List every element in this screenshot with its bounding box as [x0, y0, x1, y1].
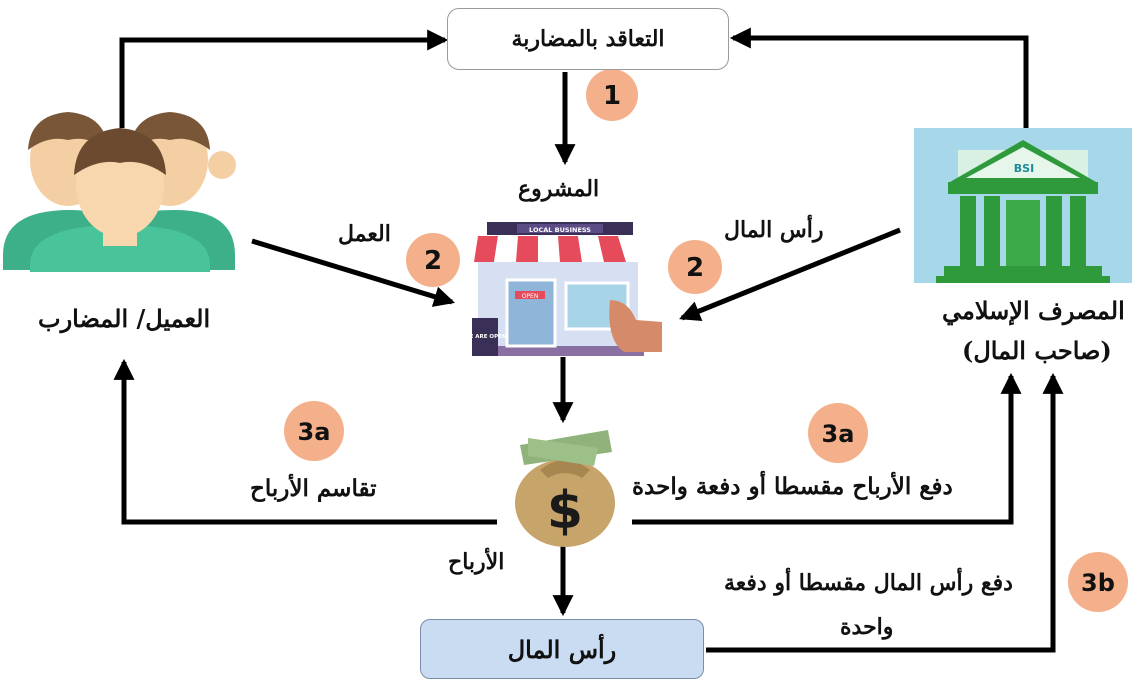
step-1-label: 1	[603, 81, 621, 111]
capital-payment-label-line2: واحدة	[840, 614, 894, 640]
step-2-right-label: 2	[686, 253, 704, 283]
bank-name-label: المصرف الإسلامي	[942, 296, 1125, 325]
work-label: العمل	[338, 221, 391, 247]
bank-role-label: (صاحب المال)	[962, 336, 1112, 365]
bank-building-icon: BSI	[914, 128, 1132, 283]
client-label: العميل/ المضارب	[38, 304, 211, 333]
shop-door-sign-text: OPEN	[522, 293, 539, 300]
arrow-profit-payment	[632, 372, 1022, 525]
project-label: المشروع	[518, 176, 600, 202]
step-2-left-badge	[406, 233, 460, 287]
client-group-icon	[3, 112, 236, 272]
step-3b-badge	[1068, 552, 1128, 612]
project-shop-icon: LOCAL BUSINESS OPEN WE ARE OPEN	[464, 222, 662, 356]
money-symbol-text: $	[547, 481, 583, 541]
bank-logo-text: BSI	[1014, 162, 1034, 175]
step-3a-left-badge	[284, 401, 344, 461]
arrow-capital-payment	[706, 372, 1064, 653]
capital-payment-label-line1: دفع رأس المال مقسطا أو دفعة	[724, 570, 1013, 596]
step-1-badge	[586, 69, 638, 121]
step-2-left-label: 2	[424, 246, 442, 276]
arrow-profit-sharing	[113, 358, 497, 525]
profits-money-bag-icon: $	[515, 430, 615, 547]
contract-box: التعاقد بالمضاربة	[447, 8, 729, 70]
step-3a-left-label: 3a	[298, 418, 331, 446]
step-2-right-badge	[668, 240, 722, 294]
step-3a-right-label: 3a	[822, 420, 855, 448]
arrow-bank-to-contract	[729, 27, 1029, 128]
step-3b-label: 3b	[1081, 569, 1115, 597]
capital-box: رأس المال	[420, 619, 704, 679]
shop-sign-text: LOCAL BUSINESS	[529, 226, 591, 234]
step-3a-right-badge	[808, 403, 868, 463]
arrow-capital-in	[679, 227, 901, 322]
profit-payment-label: دفع الأرباح مقسطا أو دفعة واحدة	[632, 473, 953, 500]
capital-in-label: رأس المال	[724, 217, 824, 243]
arrow-client-to-contract	[119, 29, 449, 128]
arrow-work	[251, 238, 456, 307]
shop-board-text: WE ARE OPEN	[464, 334, 507, 340]
contract-label: التعاقد بالمضاربة	[511, 26, 665, 52]
profit-sharing-label: تقاسم الأرباح	[250, 475, 377, 502]
profits-label: الأرباح	[448, 549, 505, 575]
capital-label: رأس المال	[507, 634, 617, 664]
